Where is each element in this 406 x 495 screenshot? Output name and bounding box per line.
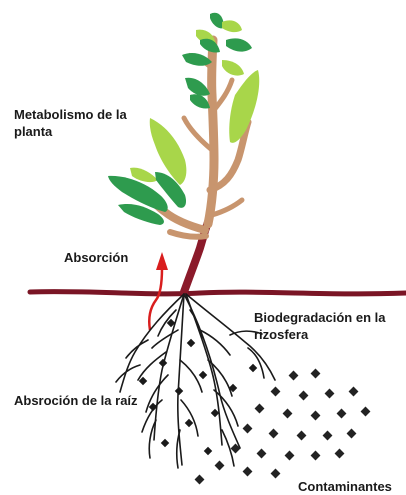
absorption-arrow xyxy=(148,252,168,331)
label-root-absorption: Absroción de la raíz xyxy=(14,393,138,408)
plant-roots xyxy=(115,293,276,469)
label-absorption: Absorción xyxy=(64,250,129,265)
ground-line xyxy=(27,289,406,297)
plant-leaves xyxy=(108,12,260,225)
label-contaminants: Contaminantes xyxy=(298,479,392,494)
soil-contaminants xyxy=(194,368,371,485)
root-particles xyxy=(138,318,258,456)
label-biodegradation: Biodegradación en la rizosfera xyxy=(254,310,386,342)
label-metabolism: Metabolismo de la planta xyxy=(14,107,127,139)
